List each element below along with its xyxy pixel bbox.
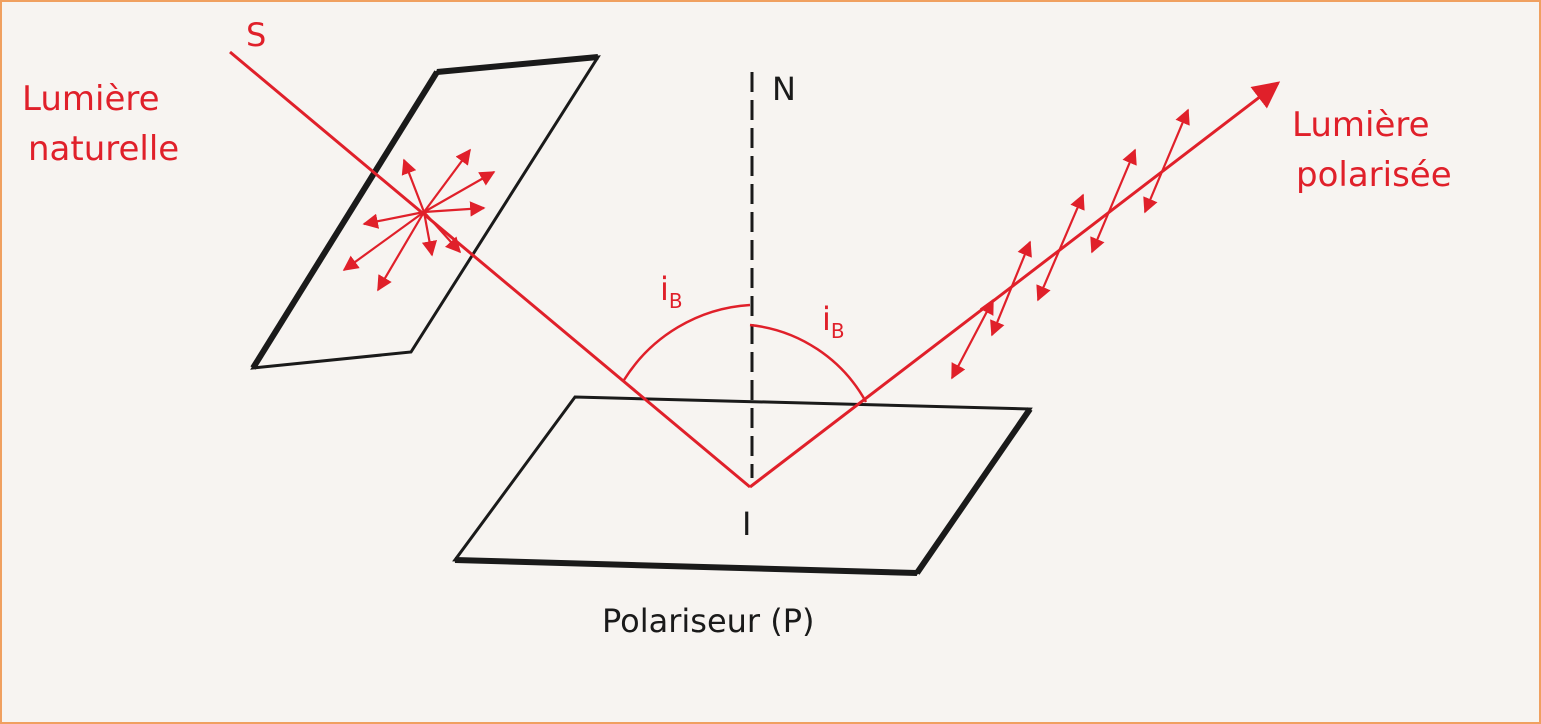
label-polarized-light-1: Lumière (1292, 105, 1430, 145)
polarizer-plate-edge-right (914, 407, 1033, 575)
source-plate-edge-left (250, 70, 440, 370)
label-polarizer: Polariseur (P) (602, 602, 815, 640)
label-angle-left: iB (660, 270, 683, 313)
label-angle-left-sub: B (669, 289, 683, 313)
label-source: S (246, 16, 266, 54)
incident-ray (229, 50, 751, 489)
label-angle-right: iB (822, 300, 845, 343)
polarizer-plate (452, 395, 1033, 575)
natural-light-star (342, 148, 496, 292)
polarization-arrows (951, 108, 1190, 380)
label-polarized-light-2: polarisée (1296, 155, 1452, 195)
label-natural-light-2: naturelle (28, 129, 179, 169)
label-incidence-point: I (742, 505, 751, 543)
label-angle-right-sub: B (831, 319, 845, 343)
angle-arc-left (622, 303, 751, 381)
label-natural-light-1: Lumière (22, 79, 160, 119)
reflected-ray (749, 81, 1281, 489)
polarizer-plate-edge-bottom (454, 557, 918, 576)
angle-arc-right (749, 323, 868, 403)
label-normal: N (772, 70, 796, 108)
source-plate-edge-top (436, 54, 599, 75)
